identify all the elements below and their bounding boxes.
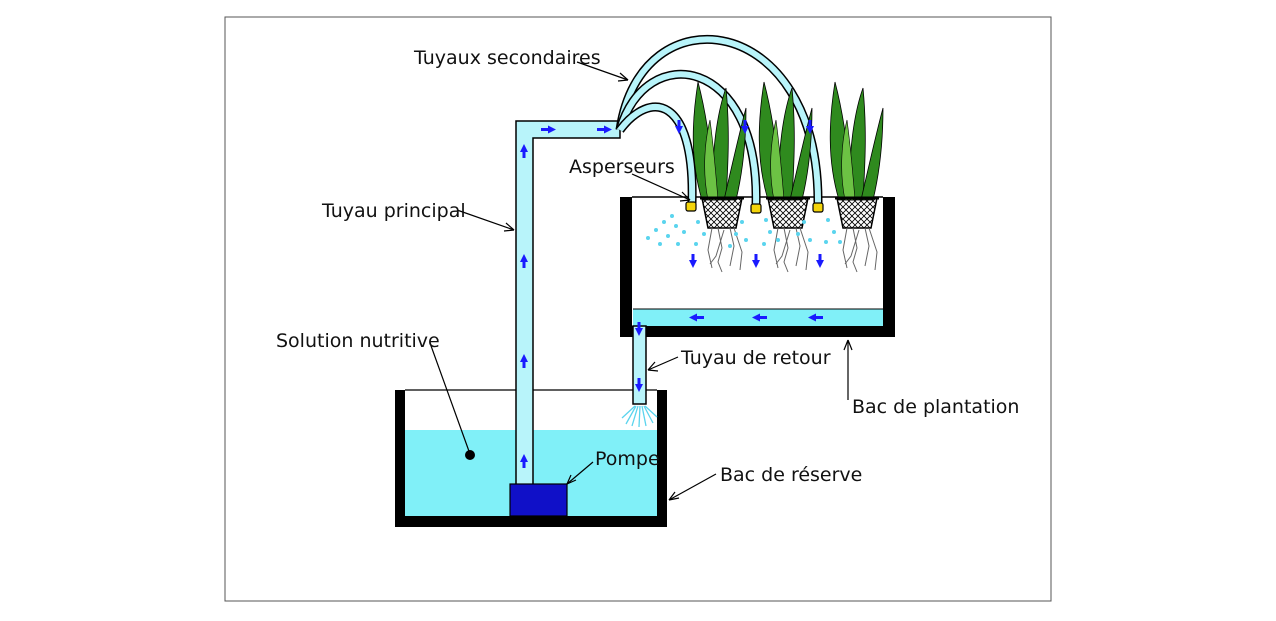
- label-grow-tray: Bac de plantation: [852, 396, 1019, 418]
- return-spray: [621, 405, 658, 428]
- net-pot-icon: [766, 196, 810, 229]
- label-reservoir: Bac de réserve: [720, 464, 862, 486]
- flow-arrow-icon: [520, 120, 824, 468]
- label-main-pipe: Tuyau principal: [321, 200, 466, 222]
- label-sprinklers: Asperseurs: [569, 156, 675, 178]
- label-nutrient-solution: Solution nutritive: [276, 330, 440, 352]
- plant-icon: [829, 81, 884, 201]
- diagram-frame: [224, 16, 1052, 602]
- label-secondary-pipes: Tuyaux secondaires: [413, 47, 601, 69]
- sprinkler-icon: [685, 201, 697, 212]
- solution-marker: [465, 450, 475, 460]
- net-pot-icon: [835, 196, 879, 229]
- label-pump: Pompe: [595, 448, 660, 470]
- label-return-pipe: Tuyau de retour: [680, 347, 831, 369]
- root-icon: [707, 227, 878, 273]
- plant-icon: [758, 81, 813, 201]
- net-pot-icon: [700, 196, 744, 229]
- return-pipe: [632, 325, 647, 405]
- sprinkler-icon: [812, 202, 824, 213]
- spray-droplets: [646, 214, 842, 248]
- plant-icon: [692, 81, 747, 201]
- sprinkler-icon: [750, 203, 762, 214]
- pump-icon: [509, 483, 568, 517]
- leader-lines: [429, 61, 853, 501]
